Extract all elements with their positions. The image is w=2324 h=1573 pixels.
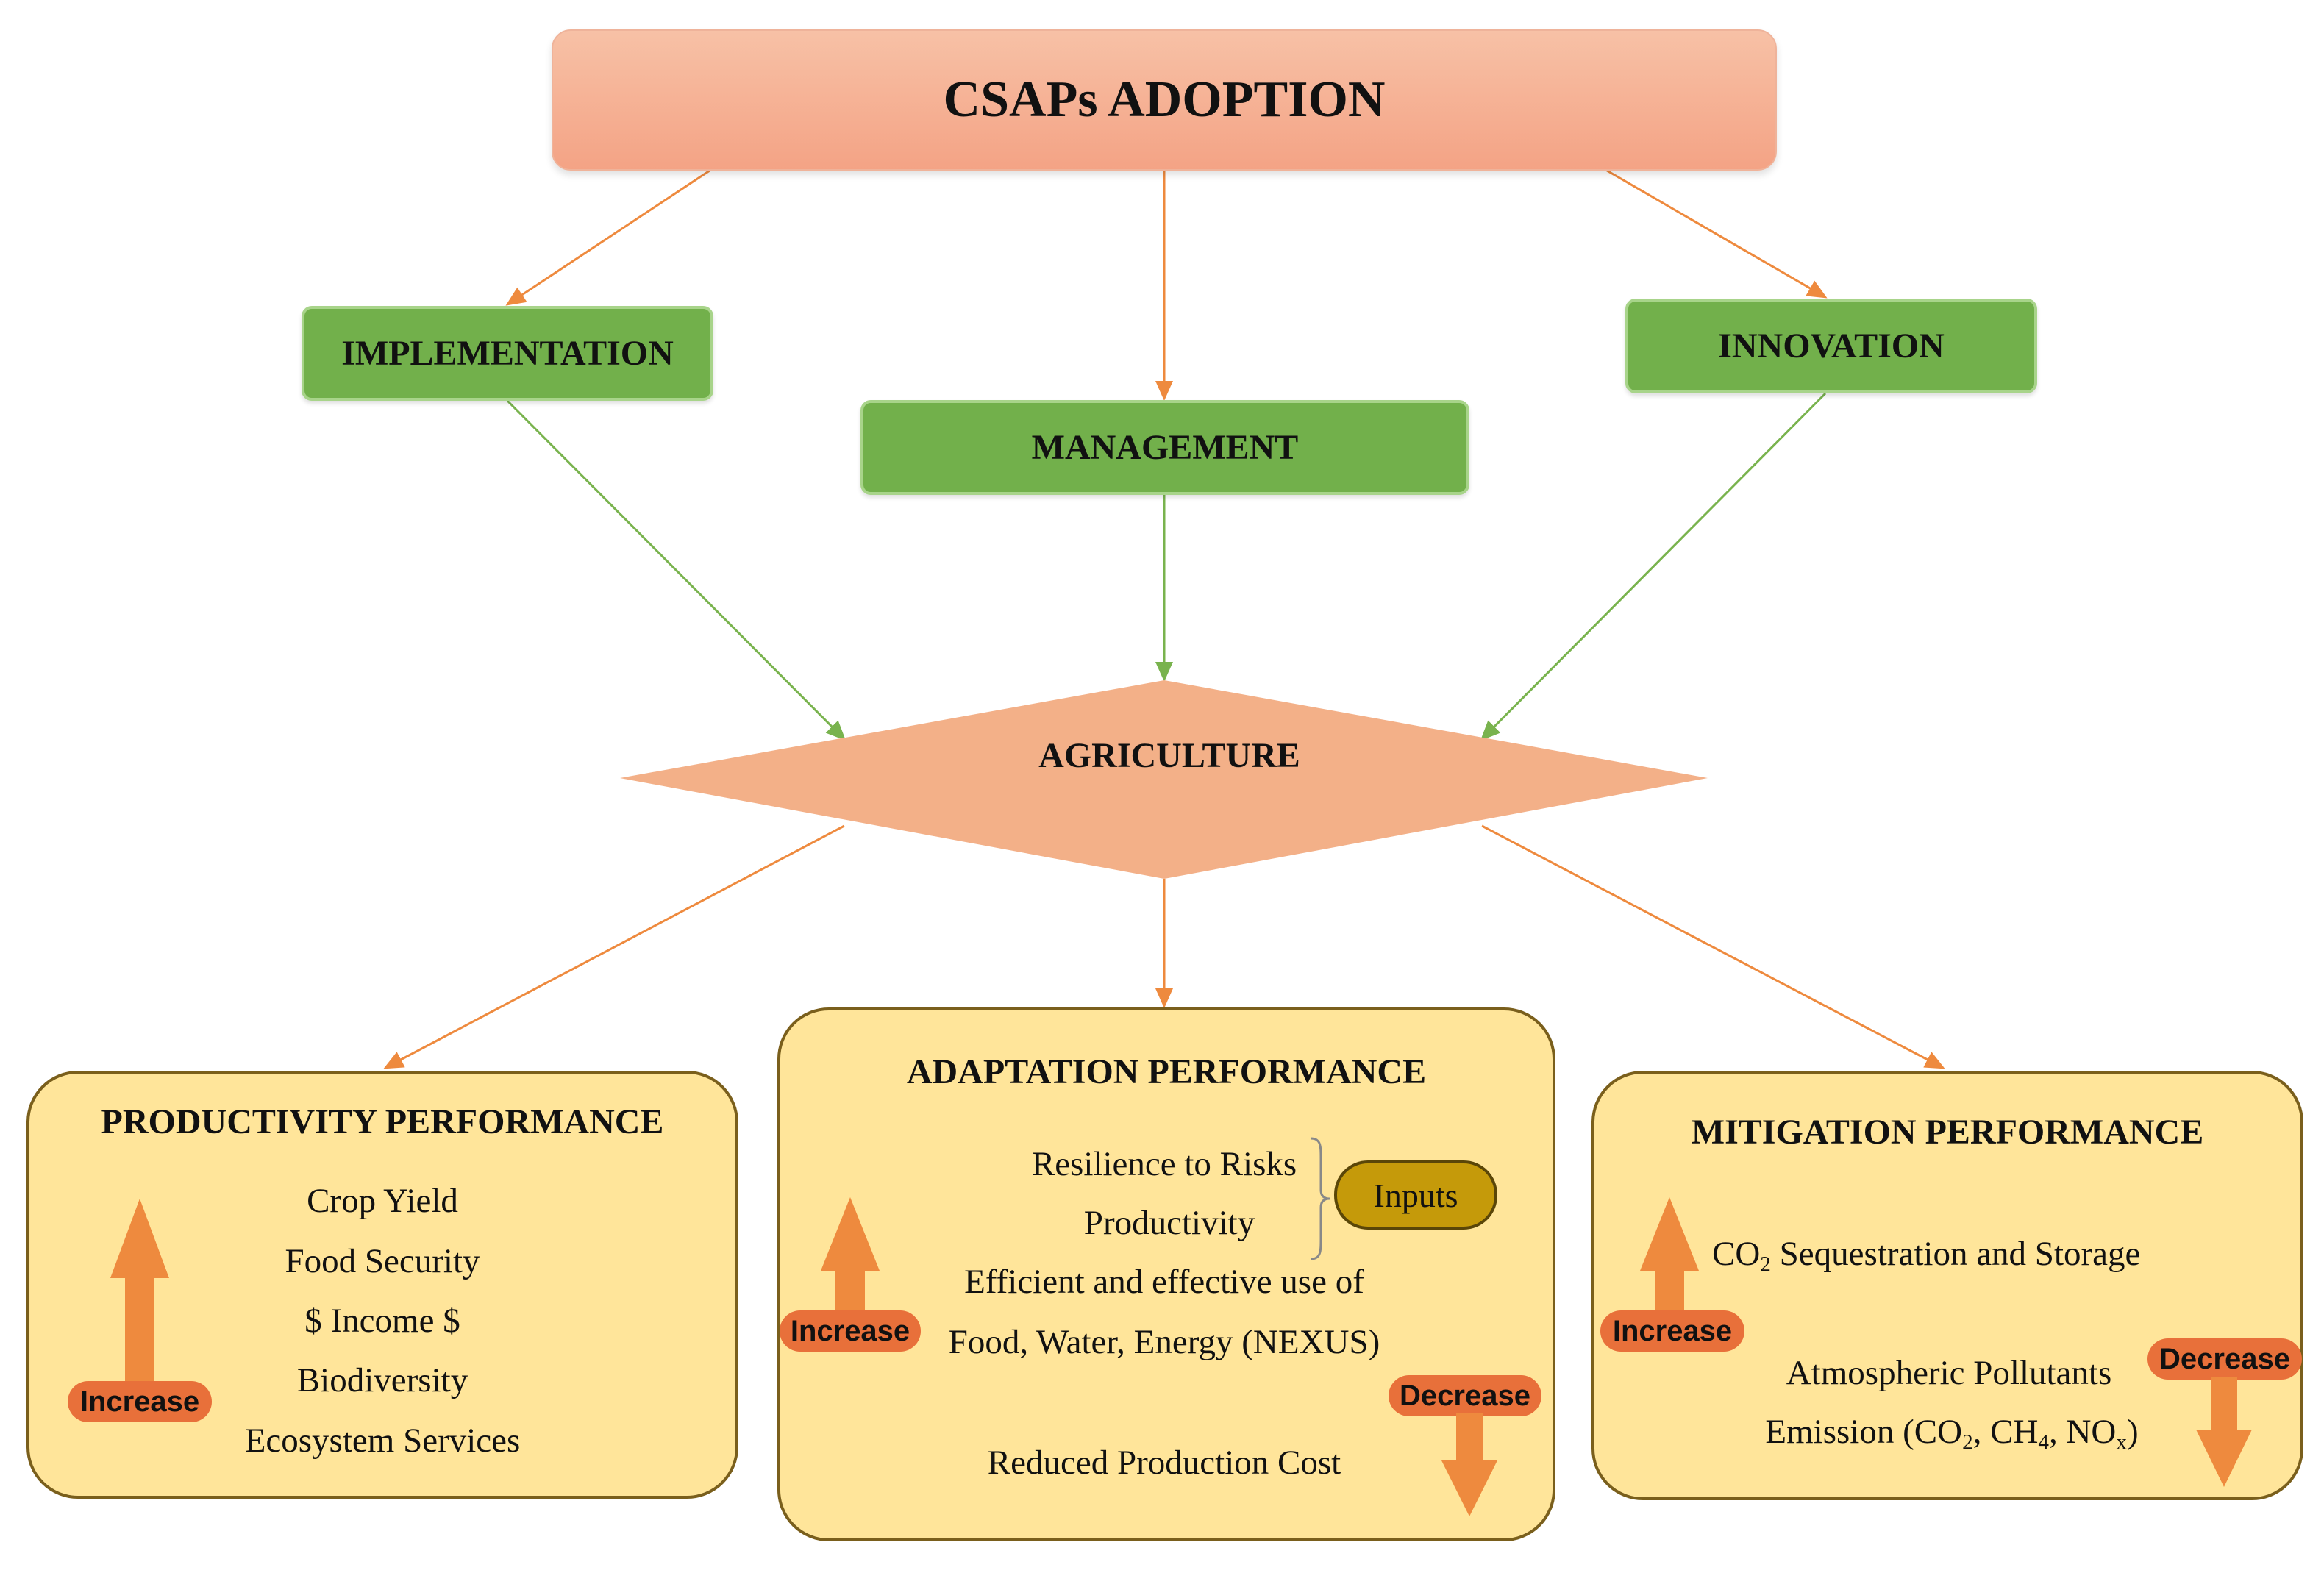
emission-nox-subscript: x xyxy=(2116,1430,2127,1455)
mitigation-performance-panel: MITIGATION PERFORMANCE xyxy=(1591,1071,2303,1500)
edge-agriculture-mitigation xyxy=(1481,824,1945,1069)
emission-ch-text: , CH xyxy=(1972,1413,2039,1451)
productivity-item: Crop Yield xyxy=(307,1182,458,1220)
management-label: MANAGEMENT xyxy=(1031,428,1299,467)
productivity-item: Biodiversity xyxy=(296,1361,468,1399)
adaptation-increase-arrow-icon xyxy=(821,1197,880,1322)
productivity-item: Food Security xyxy=(285,1242,480,1280)
productivity-item: $ Income $ xyxy=(304,1302,460,1340)
adaptation-increase-badge: Increase xyxy=(780,1310,921,1352)
co2-text: CO xyxy=(1712,1235,1761,1273)
emission-text: Emission (CO2, CH4, NOx) xyxy=(1765,1412,2138,1455)
implementation-label: IMPLEMENTATION xyxy=(341,334,674,373)
resilience-text: Resilience to Risks xyxy=(1031,1145,1297,1183)
productivity-increase-badge: Increase xyxy=(68,1381,212,1422)
adaptation-decrease-arrow-icon xyxy=(1441,1413,1497,1516)
adaptation-decrease-badge: Decrease xyxy=(1389,1375,1541,1416)
edge-implementation-agriculture xyxy=(506,399,846,741)
emission-no-text: , NO xyxy=(2048,1413,2117,1451)
edge-innovation-agriculture xyxy=(1480,392,1827,741)
emission-ch4-subscript: 4 xyxy=(2038,1430,2049,1455)
productivity-performance-panel: PRODUCTIVITY PERFORMANCE xyxy=(26,1071,738,1499)
csaps-adoption-label: CSAPs ADOPTION xyxy=(943,71,1386,128)
adaptation-productivity-text: Productivity xyxy=(1083,1204,1255,1242)
nexus-text: Food, Water, Energy (NEXUS) xyxy=(948,1323,1380,1361)
atmospheric-pollutants-text: Atmospheric Pollutants xyxy=(1786,1354,2112,1392)
sequestration-text: Sequestration and Storage xyxy=(1770,1235,2141,1273)
mitigation-increase-arrow-icon xyxy=(1640,1197,1699,1321)
implementation-box: IMPLEMENTATION xyxy=(302,306,713,401)
emission-co2-subscript: 2 xyxy=(1962,1430,1973,1455)
efficient-use-text: Efficient and effective use of xyxy=(964,1263,1364,1301)
mitigation-increase-badge: Increase xyxy=(1600,1310,1744,1352)
co2-subscript: 2 xyxy=(1760,1252,1771,1277)
mitigation-decrease-badge: Decrease xyxy=(2147,1338,2302,1380)
innovation-label: INNOVATION xyxy=(1718,327,1945,365)
mitigation-title: MITIGATION PERFORMANCE xyxy=(1691,1113,2204,1152)
edge-top-implementation xyxy=(505,169,710,306)
mitigation-decrease-arrow-icon xyxy=(2196,1377,2252,1487)
inputs-badge: Inputs xyxy=(1334,1160,1497,1230)
emission-suffix: ) xyxy=(2126,1413,2139,1451)
reduced-production-cost-text: Reduced Production Cost xyxy=(987,1444,1341,1482)
adaptation-title: ADAPTATION PERFORMANCE xyxy=(906,1052,1427,1091)
inputs-bracket-icon xyxy=(1310,1137,1330,1260)
emission-prefix: Emission (CO xyxy=(1765,1413,1963,1451)
productivity-title: PRODUCTIVITY PERFORMANCE xyxy=(101,1102,664,1141)
productivity-item: Ecosystem Services xyxy=(244,1422,521,1460)
edge-agriculture-productivity xyxy=(383,824,845,1069)
edge-top-innovation xyxy=(1606,169,1828,299)
adaptation-performance-panel: ADAPTATION PERFORMANCE xyxy=(777,1007,1555,1541)
agriculture-label: AGRICULTURE xyxy=(1038,736,1300,775)
productivity-increase-arrow-icon xyxy=(110,1199,169,1388)
csaps-adoption-box: CSAPs ADOPTION xyxy=(552,29,1777,171)
management-box: MANAGEMENT xyxy=(860,400,1469,495)
innovation-box: INNOVATION xyxy=(1625,299,2037,393)
agriculture-diamond xyxy=(620,680,1708,879)
co2-sequestration-text: CO2 Sequestration and Storage xyxy=(1712,1234,2140,1277)
